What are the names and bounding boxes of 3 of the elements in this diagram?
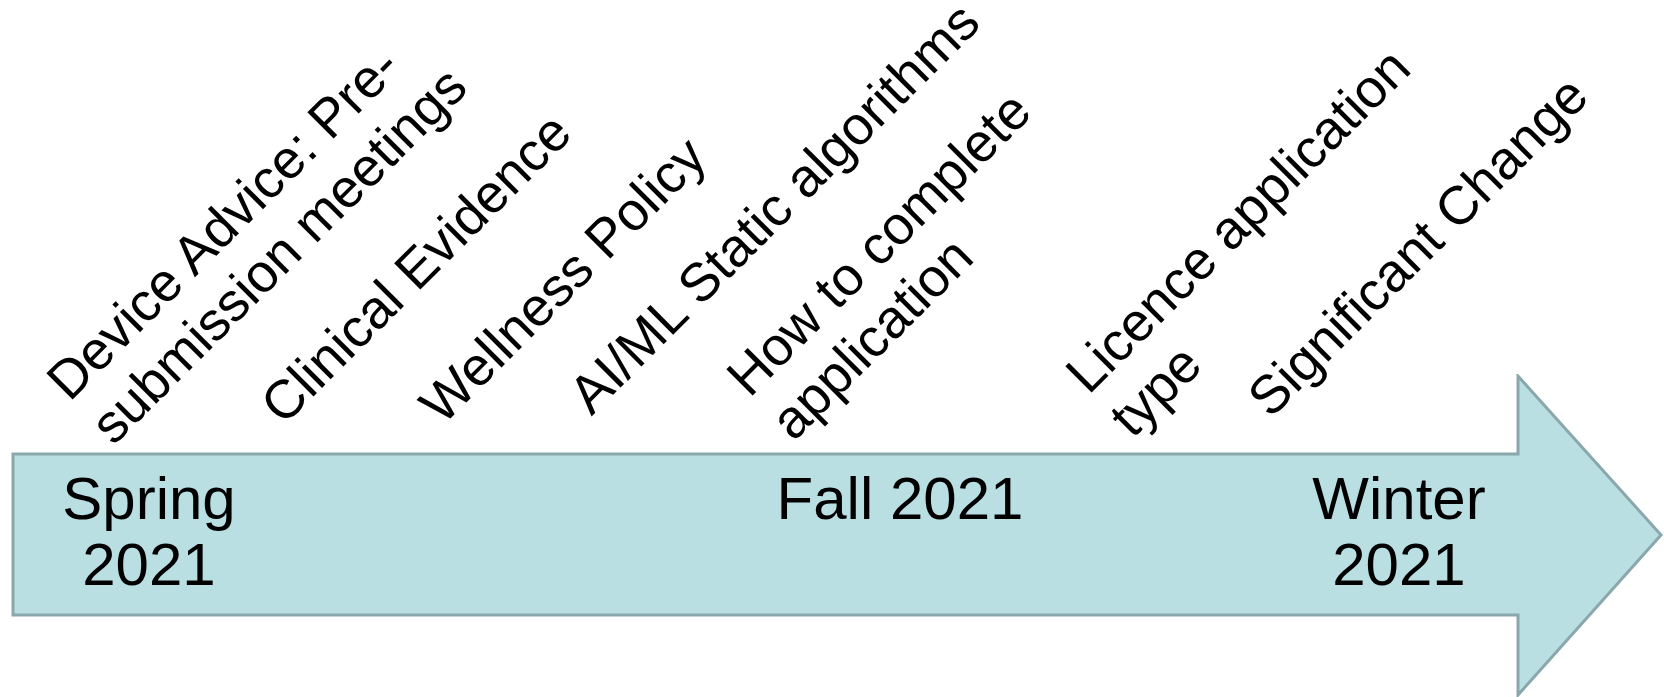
season-label: Fall 2021 xyxy=(775,466,1025,532)
season-label: Winter 2021 xyxy=(1311,466,1487,598)
season-label: Spring 2021 xyxy=(61,466,237,598)
